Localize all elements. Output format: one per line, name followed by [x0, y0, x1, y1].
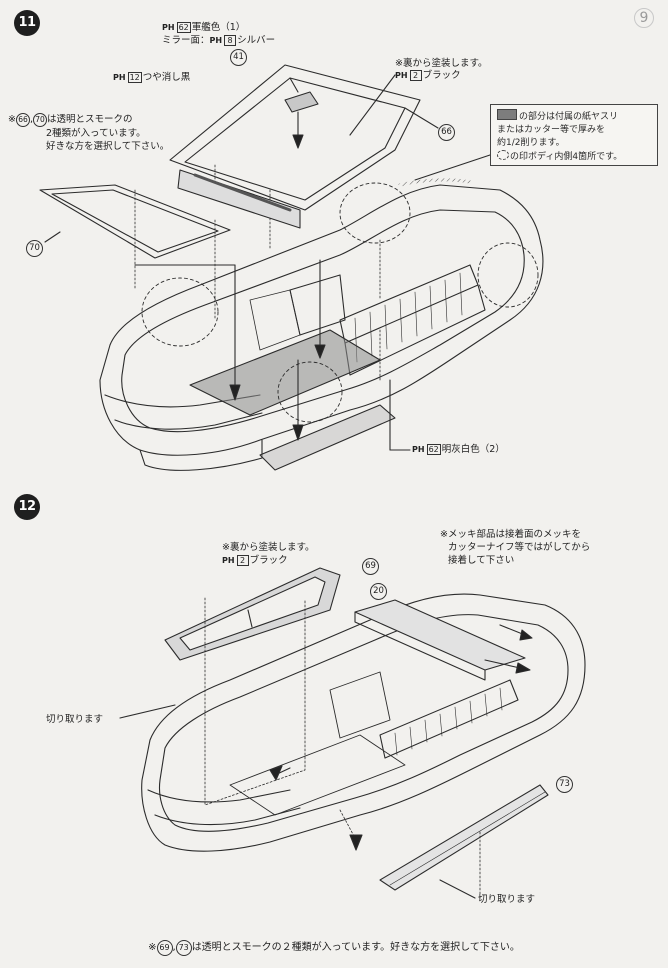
color-name: シルバー: [237, 35, 276, 46]
paint-number: 12: [127, 72, 142, 83]
cut-off-label-left: 切り取ります: [46, 714, 104, 725]
paint-number: 8: [224, 35, 237, 46]
part-number: 73: [175, 940, 192, 956]
paint-code-prefix: PH: [209, 36, 223, 45]
step11-body-shell: [99, 154, 544, 471]
sanding-note-box: の部分は付属の紙ヤスリ またはカッター等で厚みを 約1/2削ります。 の印ボディ…: [490, 104, 658, 166]
part-41-marker: 41: [230, 49, 247, 66]
step11-rear-window-66: [169, 64, 439, 229]
cut-off-label-right: 切り取ります: [478, 894, 536, 905]
part-number: 69: [156, 940, 173, 956]
color-name: 軍艦色（1）: [191, 22, 246, 33]
dashed-circle-icon: [497, 150, 509, 160]
paint-number: 2: [409, 70, 422, 81]
paint-code-prefix: PH: [412, 445, 425, 454]
part-number: 66: [15, 113, 30, 127]
step-12-badge: 12: [14, 494, 40, 520]
color-name: つや消し黒: [142, 72, 191, 83]
color-name: ブラック: [249, 555, 288, 566]
part-number: 70: [33, 113, 47, 127]
paint-from-back-label: ※裏から塗装します。: [222, 542, 315, 553]
part-70-marker: 70: [26, 240, 43, 257]
paint-code-prefix: PH: [395, 71, 408, 80]
shaded-area-swatch: [497, 109, 517, 120]
part-69-marker: 69: [362, 558, 379, 575]
paint-code-prefix: PH: [162, 23, 175, 32]
chrome-parts-note: ※メッキ部品は接着面のメッキを カッターナイフ等ではがしてから 接着して下さい: [440, 529, 591, 566]
paint-number: 62: [426, 444, 441, 455]
step11-part-70: [39, 184, 231, 259]
paint-code-prefix: PH: [113, 73, 126, 82]
paint-from-back-label: ※裏から塗装します。: [395, 58, 488, 69]
paint-number: 2: [236, 555, 249, 566]
color-name: ブラック: [422, 70, 461, 81]
part-20-marker: 20: [370, 583, 387, 600]
color-name: 明灰白色（2）: [441, 444, 505, 455]
page-number: 9: [634, 8, 654, 28]
label-prefix: ミラー面：: [162, 35, 210, 46]
paint-code-prefix: PH: [222, 556, 235, 565]
part-66-marker: 66: [438, 124, 455, 141]
step-11-badge: 11: [14, 10, 40, 36]
step12-body-shell: [119, 567, 586, 901]
part-73-marker: 73: [556, 776, 573, 793]
paint-number: 62: [176, 22, 191, 33]
